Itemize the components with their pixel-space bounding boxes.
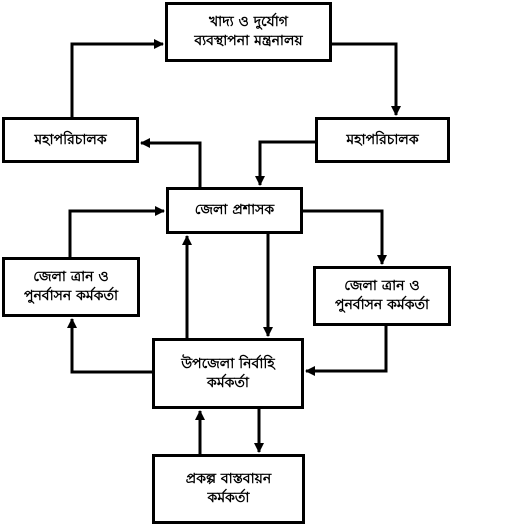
- director-general-right-label: মহাপরিচালক: [346, 131, 419, 148]
- arrow-dc-to-dro-right: [303, 209, 387, 265]
- district-relief-officer-left-line-1: জেলা ত্রান ও: [33, 269, 109, 286]
- district-relief-officer-right-box: জেলা ত্রান ও পুনর্বাসন কর্মকর্তা: [313, 266, 451, 326]
- arrow-ministry-to-dg-right: [332, 42, 401, 116]
- deputy-commissioner-label: জেলা প্রশাসক: [194, 202, 275, 219]
- arrow-dro-left-to-dc: [68, 206, 165, 257]
- upazila-nirbahi-officer-line-1: উপজেলা নির্বাহি: [181, 355, 275, 372]
- district-relief-officer-right-line-1: জেলা ত্রান ও: [344, 278, 420, 295]
- ministry-box: খাদ্য ও দুর্যোগ ব্যবস্থাপনা মন্ত্রনালয়: [165, 2, 332, 62]
- arrow-dro-right-to-uno: [305, 326, 388, 376]
- upazila-nirbahi-officer-line-2: কর্মকর্তা: [207, 374, 249, 391]
- ministry-line-1: খাদ্য ও দুর্যোগ: [208, 14, 288, 31]
- arrow-uno-to-dro-left: [67, 318, 152, 374]
- arrow-dc-to-dg-left: [140, 138, 202, 187]
- project-implementation-officer-line-2: কর্মকর্তা: [207, 490, 250, 506]
- ministry-line-2: ব্যবস্থাপনা মন্ত্রনালয়: [194, 33, 303, 49]
- arrow-dg-right-to-dc: [255, 140, 315, 186]
- district-relief-officer-left-box: জেলা ত্রান ও পুনর্বাসন কর্মকর্তা: [2, 257, 140, 317]
- arrow-dg-left-to-ministry: [70, 39, 164, 117]
- director-general-left-box: মহাপরিচালক: [2, 117, 139, 163]
- project-implementation-officer-line-1: প্রকল্প বাস্তবায়ন: [185, 471, 272, 488]
- upazila-nirbahi-officer-box: উপজেলা নির্বাহি কর্মকর্তা: [152, 338, 304, 409]
- deputy-commissioner-box: জেলা প্রশাসক: [166, 187, 303, 234]
- district-relief-officer-right-line-2: পুনর্বাসন কর্মকর্তা: [334, 297, 430, 313]
- project-implementation-officer-box: প্রকল্প বাস্তবায়ন কর্মকর্তা: [152, 454, 305, 524]
- district-relief-officer-left-line-2: পুনর্বাসন কর্মকর্তা: [23, 288, 119, 304]
- director-general-left-label: মহাপরিচালক: [34, 131, 107, 148]
- director-general-right-box: মহাপরিচালক: [315, 117, 450, 163]
